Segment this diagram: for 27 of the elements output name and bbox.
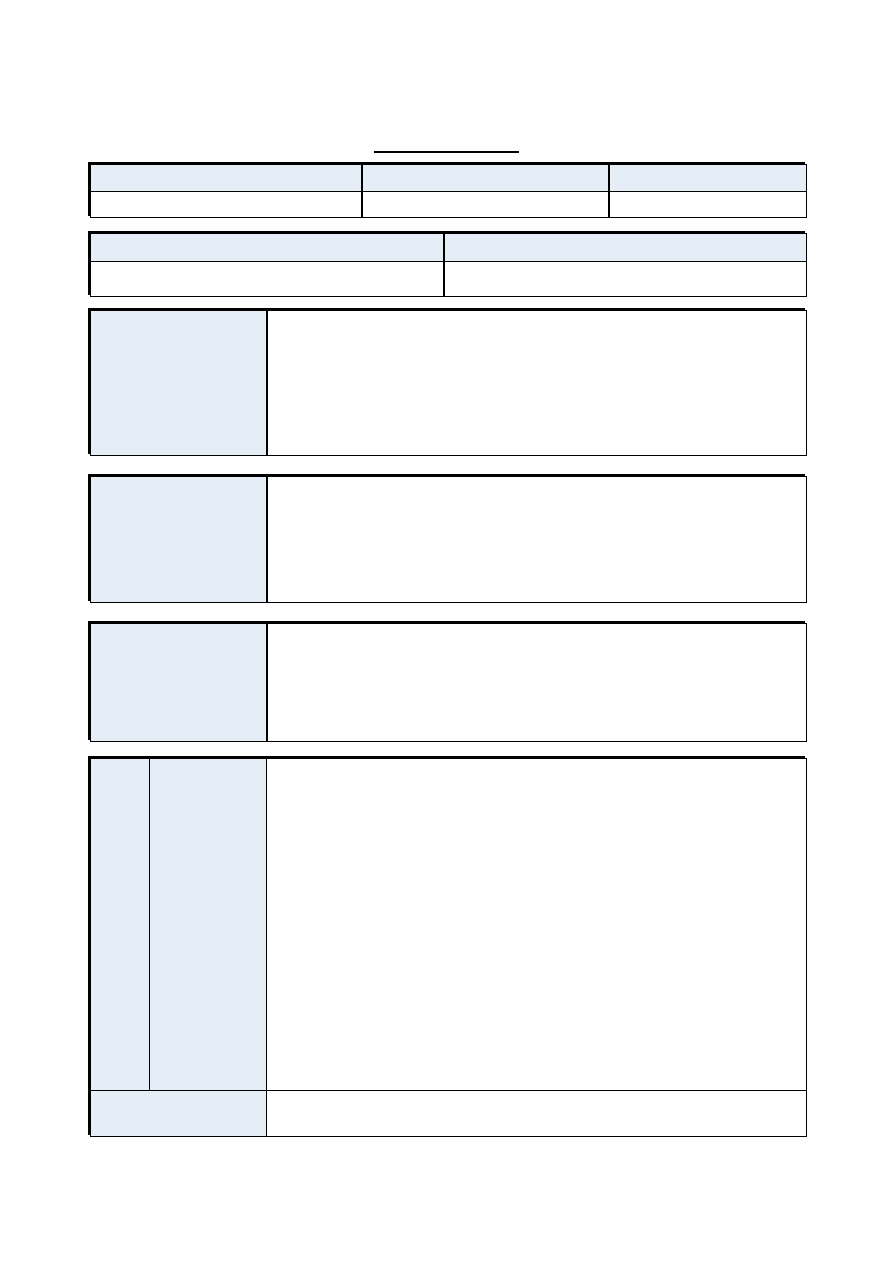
form-table [88,621,805,740]
entry-cell [266,1090,807,1137]
header-cell [444,233,807,262]
header-cell [90,1090,267,1137]
header-cell [90,758,150,1091]
entry-cell [267,476,807,603]
form-table [88,231,805,295]
header-cell [90,476,267,603]
entry-cell [444,261,807,297]
form-table [88,756,805,1135]
entry-cell [267,623,807,742]
header-cell [90,233,444,262]
entry-cell [266,758,807,1091]
entry-cell [267,310,807,456]
entry-cell [609,191,807,218]
header-cell [90,623,267,742]
form-table [88,308,805,454]
header-cell [609,164,807,192]
header-cell [149,758,267,1091]
header-cell [90,310,267,456]
header-cell [90,164,362,192]
header-cell [362,164,609,192]
form-table [88,162,805,216]
form-table [88,474,805,601]
entry-cell [90,261,444,297]
entry-cell [90,191,362,218]
entry-cell [362,191,609,218]
